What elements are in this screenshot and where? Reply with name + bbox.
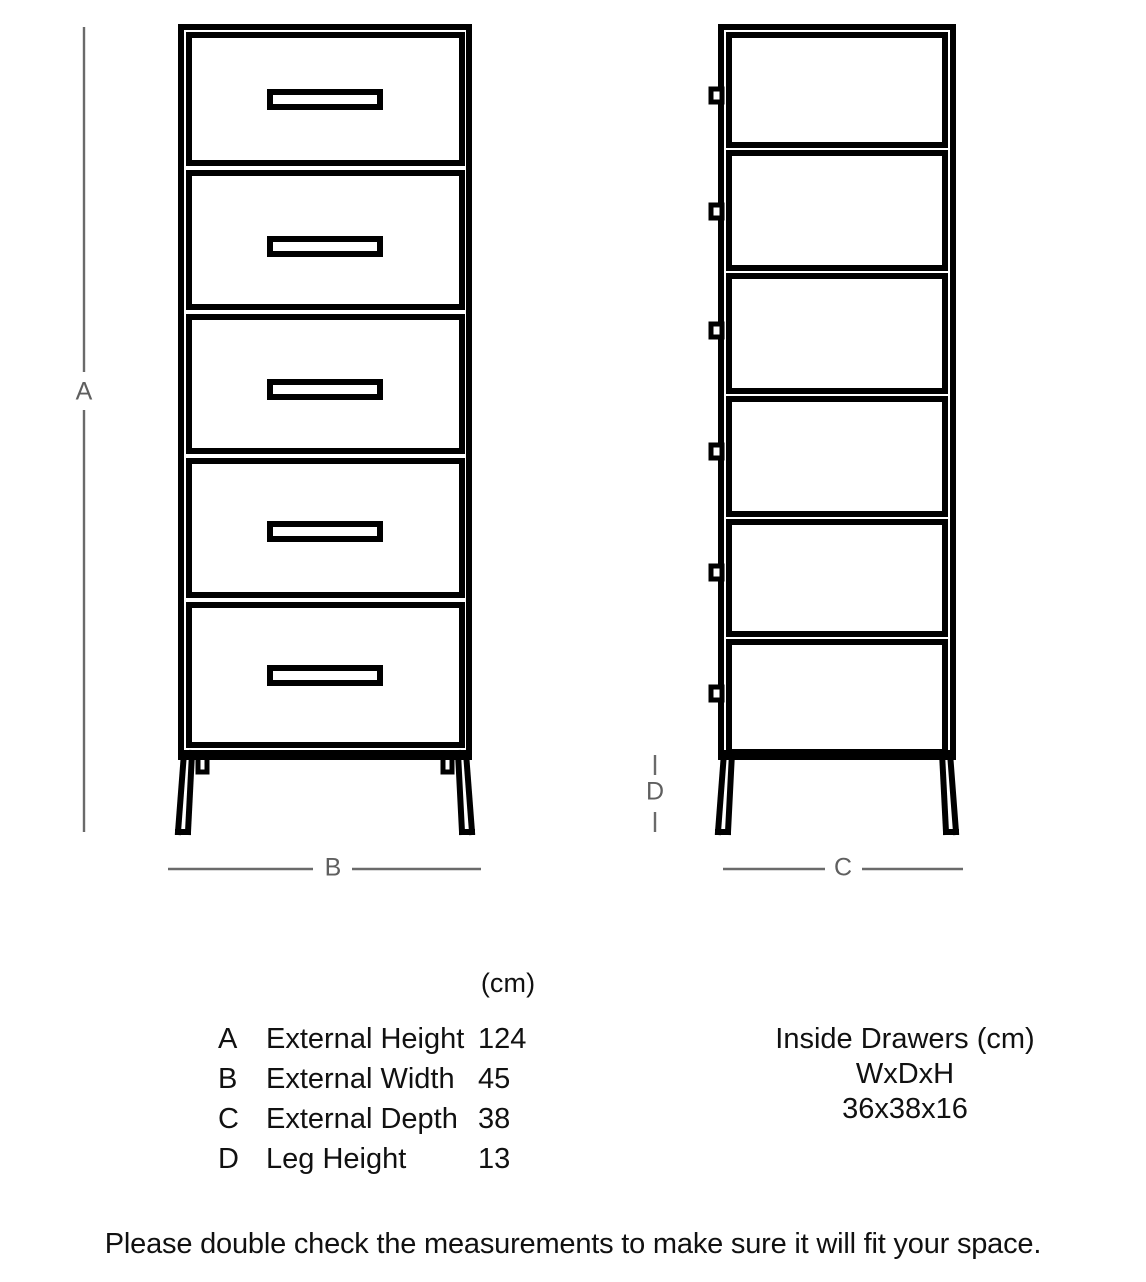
front-handle-5	[267, 665, 383, 686]
side-box-5	[726, 519, 948, 637]
unit-header: (cm)	[480, 968, 536, 998]
dimension-name: External Height	[266, 1023, 465, 1055]
table-row: C External Depth 38	[218, 1103, 548, 1143]
side-handle-nub-4	[708, 442, 725, 461]
dimension-value: 124	[478, 1023, 527, 1055]
side-box-2	[726, 150, 948, 271]
inside-drawers-block: Inside Drawers (cm) WxDxH 36x38x16	[690, 1023, 1120, 1128]
side-leg-left-inner	[724, 749, 736, 836]
inside-drawers-heading: Inside Drawers (cm)	[775, 1023, 1035, 1055]
dimension-key: C	[218, 1103, 239, 1135]
inside-drawers-values: 36x38x16	[842, 1093, 968, 1125]
front-drawer-1	[186, 32, 465, 166]
side-handle-nub-3	[708, 321, 725, 340]
front-handle-4	[267, 521, 383, 542]
table-row: A External Height 124	[218, 1023, 548, 1063]
front-leg-right-inner	[454, 749, 466, 836]
dimension-table: A External Height 124 B External Width 4…	[218, 1023, 548, 1183]
dimension-markers-group: A B C D	[76, 27, 963, 882]
front-elevation-group	[174, 24, 476, 836]
dimension-key: A	[218, 1023, 238, 1055]
dimension-label-a: A	[76, 378, 93, 406]
table-row: B External Width 45	[218, 1063, 548, 1103]
dimension-label-c: C	[834, 854, 852, 882]
side-handle-nub-1	[708, 86, 725, 105]
side-box-4	[726, 396, 948, 517]
measurement-footnote: Please double check the measurements to …	[104, 1228, 1042, 1260]
front-leg-left-inner	[184, 749, 196, 836]
side-elevation-group	[708, 24, 960, 836]
front-leg-tab-left	[195, 754, 210, 775]
front-drawer-3	[186, 314, 465, 454]
side-box-1	[726, 32, 948, 148]
dimension-key: B	[218, 1063, 238, 1095]
dimension-name: External Width	[266, 1063, 455, 1095]
side-handle-nub-2	[708, 202, 725, 221]
front-drawer-4	[186, 458, 465, 598]
side-box-6	[726, 639, 948, 755]
front-drawer-5	[186, 602, 465, 748]
front-handle-2	[267, 236, 383, 257]
inside-drawers-axes: WxDxH	[855, 1058, 955, 1090]
side-box-3	[726, 273, 948, 394]
side-leg-left	[714, 749, 728, 836]
front-leg-tab-right	[440, 754, 455, 775]
dimension-value: 13	[478, 1143, 511, 1175]
front-handle-1	[267, 89, 383, 110]
table-row: D Leg Height 13	[218, 1143, 548, 1183]
front-leg-left	[174, 749, 188, 836]
front-leg-right	[462, 749, 476, 836]
side-handle-nub-5	[708, 563, 725, 582]
dimension-label-b: B	[325, 854, 342, 882]
dimension-key: D	[218, 1143, 239, 1175]
dimension-name: External Depth	[266, 1103, 458, 1135]
side-leg-right	[946, 749, 960, 836]
side-handle-nub-6	[708, 684, 725, 703]
front-handle-3	[267, 379, 383, 400]
dimension-value: 38	[478, 1103, 511, 1135]
dimension-label-d: D	[646, 778, 664, 806]
front-drawer-2	[186, 170, 465, 310]
dimension-name: Leg Height	[266, 1143, 407, 1175]
dimension-value: 45	[478, 1063, 511, 1095]
side-leg-right-inner	[938, 749, 950, 836]
